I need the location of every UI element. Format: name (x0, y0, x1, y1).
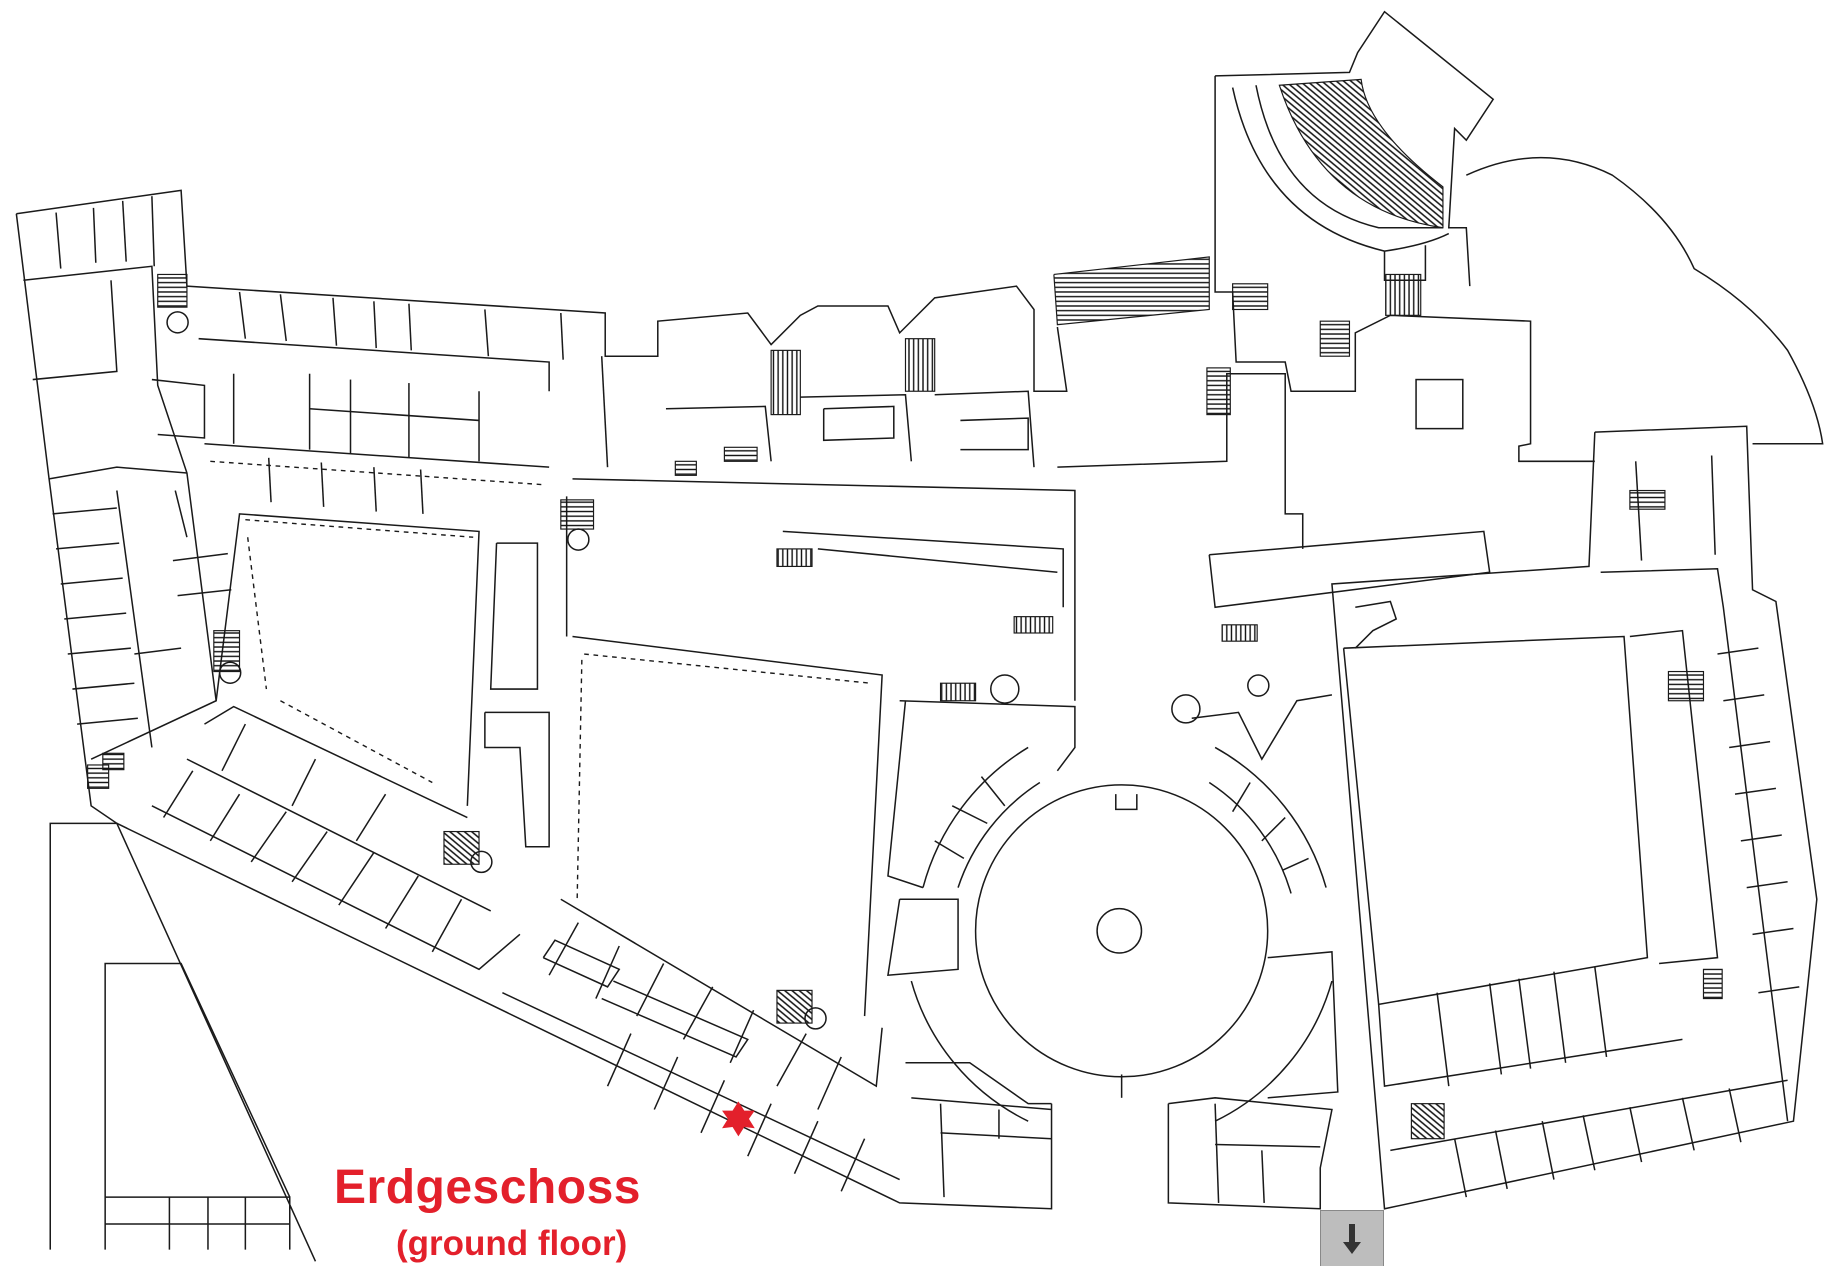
lifts (166, 311, 1270, 1030)
floor-title: Erdgeschoss (334, 1161, 641, 1214)
stairs (87, 273, 1723, 1140)
south-block (887, 898, 1339, 1210)
central-block (484, 285, 1076, 1017)
down-arrow-icon (1343, 1224, 1361, 1254)
red-star-icon (722, 1101, 755, 1137)
west-wing (15, 189, 1053, 1210)
west-courtyard (245, 519, 474, 784)
site-outline (49, 822, 317, 1262)
theatre (1053, 10, 1824, 609)
rotunda (910, 746, 1333, 1122)
exit-marker[interactable] (1320, 1210, 1384, 1266)
east-wing (1191, 425, 1818, 1210)
floor-subtitle: (ground floor) (396, 1224, 628, 1263)
